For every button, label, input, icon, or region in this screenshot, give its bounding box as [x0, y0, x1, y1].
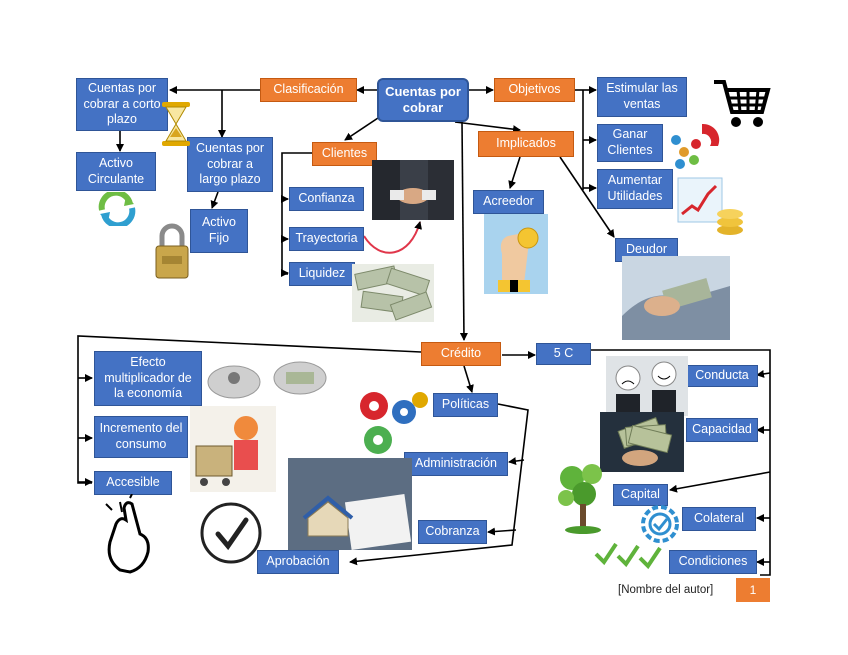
- activo-fijo-node: Activo Fijo: [190, 209, 248, 253]
- condiciones-node: Condiciones: [669, 550, 757, 574]
- emoji-faces-image: [606, 356, 688, 416]
- implicados-node: Implicados: [478, 131, 574, 157]
- accesible-node: Accesible: [94, 471, 172, 495]
- capital-node: Capital: [613, 484, 668, 506]
- confianza-node: Confianza: [289, 187, 364, 211]
- author-label: [Nombre del autor]: [618, 584, 714, 596]
- trayectoria-node: Trayectoria: [289, 227, 364, 251]
- money-fan-image: [600, 412, 684, 472]
- hourglass-icon: [162, 102, 190, 146]
- incremento-node: Incremento del consumo: [94, 416, 188, 458]
- recycle-icon: [98, 192, 136, 226]
- aprobacion-node: Aprobación: [257, 550, 339, 574]
- gear-tree-icon: [558, 464, 602, 534]
- house-contract-image: [288, 458, 412, 550]
- liquidez-node: Liquidez: [289, 262, 355, 286]
- hands-money-image: [622, 256, 730, 340]
- center-node: Cuentas por cobrar: [377, 78, 469, 122]
- hands-economy-image: [207, 361, 327, 399]
- growth-chart-icon: [677, 177, 743, 235]
- administracion-node: Administración: [404, 452, 508, 476]
- magnet-icon: [671, 123, 720, 169]
- shopping-cart-icon: [714, 80, 771, 127]
- efecto-node: Efecto multiplicador de la economía: [94, 351, 202, 406]
- colateral-node: Colateral: [682, 507, 756, 531]
- corto-plazo-node: Cuentas por cobrar a corto plazo: [76, 78, 168, 131]
- badge-check-icon: [641, 505, 679, 543]
- crossed-fingers-icon: [105, 494, 150, 574]
- cobranza-node: Cobranza: [418, 520, 487, 544]
- shopping-woman-image: [190, 406, 276, 492]
- objetivo-ganar-node: Ganar Clientes: [597, 124, 663, 162]
- objetivo-aumentar-node: Aumentar Utilidades: [597, 169, 673, 209]
- page-number: 1: [736, 578, 770, 602]
- objetivos-node: Objetivos: [494, 78, 575, 102]
- objetivo-estimular-node: Estimular las ventas: [597, 77, 687, 117]
- politicas-node: Políticas: [433, 393, 498, 417]
- check-circle-icon: [200, 502, 262, 564]
- hand-coin-icon: [484, 214, 548, 294]
- largo-plazo-node: Cuentas por cobrar a largo plazo: [187, 137, 273, 192]
- credito-node: Crédito: [421, 342, 501, 366]
- clasificacion-node: Clasificación: [260, 78, 357, 102]
- padlock-icon: [155, 223, 189, 279]
- clientes-node: Clientes: [312, 142, 377, 166]
- acreedor-node: Acreedor: [473, 190, 544, 214]
- activo-circulante-node: Activo Circulante: [76, 152, 156, 191]
- conducta-node: Conducta: [686, 365, 758, 387]
- gears-icon: [360, 392, 428, 454]
- money-image: [352, 264, 434, 322]
- capacidad-node: Capacidad: [686, 418, 758, 442]
- handshake-image: [372, 160, 454, 220]
- cinco-c-node: 5 C: [536, 343, 591, 365]
- checkmarks-icon: [594, 542, 662, 570]
